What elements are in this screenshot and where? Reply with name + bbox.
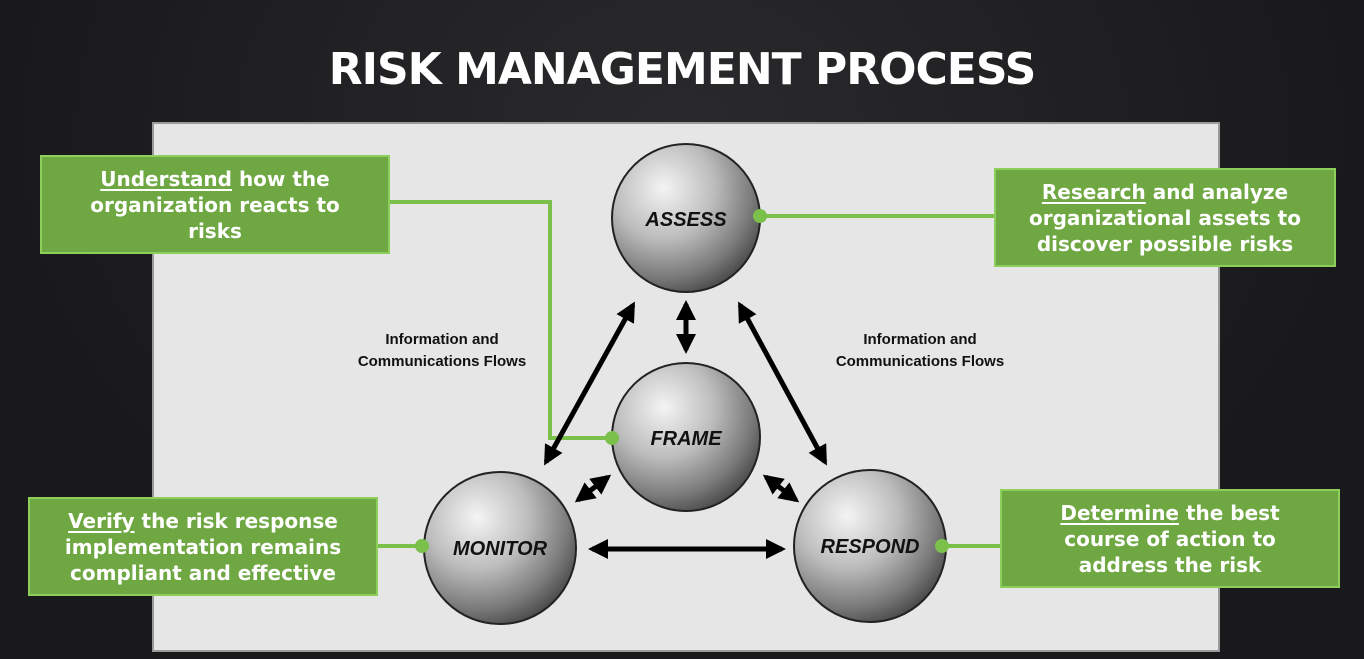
left-flow-label-line2: Communications Flows [358,353,526,370]
right-flow-label-line1: Information and [863,331,976,348]
callout-assess-line1: and analyze [1145,179,1289,204]
respond-dot [935,539,949,553]
callout-monitor-line1: the risk response [134,508,338,533]
node-monitor-label: MONITOR [453,538,548,560]
callout-frame: Understand how the organization reacts t… [40,155,390,254]
node-frame-label: FRAME [650,428,722,450]
callout-respond: Determine the best course of action to a… [1000,489,1340,588]
callout-frame-keyword: Understand [100,166,232,191]
node-frame: FRAME [611,362,761,512]
monitor-dot [415,539,429,553]
arrow-frame-monitor [574,474,612,503]
connector-dots [415,209,949,553]
node-assess-label: ASSESS [644,209,727,231]
callout-monitor-line2: implementation remains [64,534,342,559]
callout-respond-line2: course of action to [1064,526,1276,551]
left-flow-label-line1: Information and [385,331,498,348]
callout-monitor-keyword: Verify [68,508,135,533]
right-flow-label-line2: Communications Flows [836,353,1004,370]
node-monitor: MONITOR [423,471,577,625]
page-title: RISK MANAGEMENT PROCESS [328,44,1037,95]
callout-assess-keyword: Research [1041,179,1146,204]
callout-assess: Research and analyze organizational asse… [994,168,1336,267]
callout-frame-line3: risks [188,218,242,243]
arrow-assess-monitor [543,301,636,466]
callout-frame-line2: organization reacts to [90,192,340,217]
callout-monitor-line3: compliant and effective [70,560,336,585]
callout-frame-line1: how the [231,166,330,191]
callout-respond-line3: address the risk [1078,552,1262,577]
arrow-frame-respond [762,474,800,503]
node-assess: ASSESS [611,143,761,293]
flow-arrows [543,300,828,559]
node-respond-label: RESPOND [821,536,920,558]
callout-respond-keyword: Determine [1060,500,1179,525]
callout-assess-line3: discover possible risks [1036,231,1294,256]
node-respond: RESPOND [793,469,947,623]
callout-monitor: Verify the risk response implementation … [28,497,378,596]
assess-dot [753,209,767,223]
callout-assess-line2: organizational assets to [1029,205,1301,230]
frame-dot [605,431,619,445]
arrow-assess-respond [737,301,828,466]
callout-respond-line1: the best [1179,500,1280,525]
